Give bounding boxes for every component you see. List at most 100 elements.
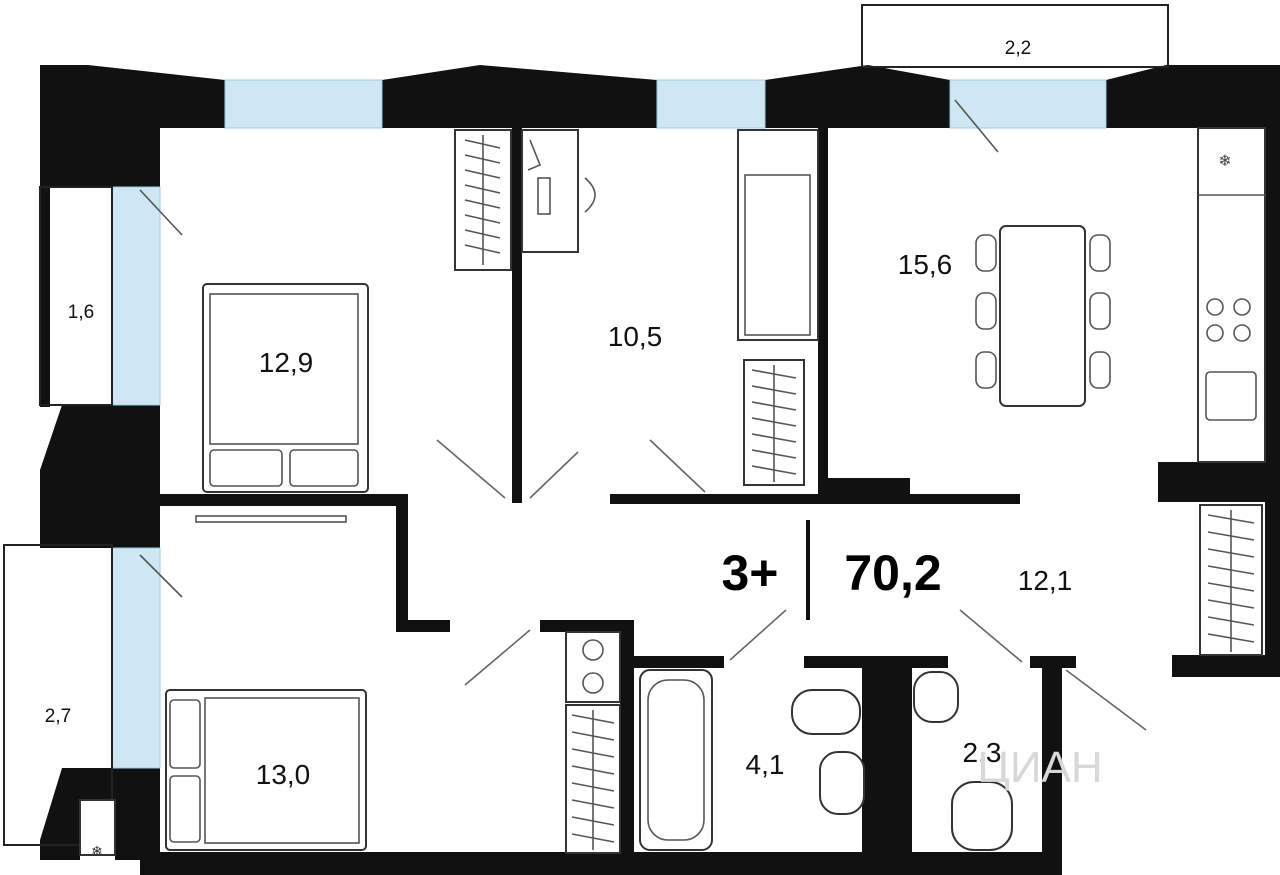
fridge-icon: ❄ (1218, 153, 1231, 170)
wall-top-left (40, 65, 225, 187)
bed-1-pillow-right (289, 449, 359, 487)
swing-kitchen-top (954, 99, 999, 153)
ac-icon: ❄ (91, 843, 103, 859)
area-balcony-left-lower: 2,7 (45, 706, 71, 727)
wall-left-lower (40, 768, 160, 860)
chair-r1 (1089, 234, 1111, 272)
wardrobe-2-hangers (751, 365, 797, 482)
swing-bed1-left (139, 189, 183, 236)
balcony-top-outline (861, 4, 1169, 68)
bed-1-mattress (209, 293, 359, 445)
partition-bed2-kitchen (818, 128, 828, 498)
kitchen-furniture: ❄ (975, 127, 1266, 656)
sofa-seat (744, 174, 811, 336)
wall-top-mid-1 (382, 65, 657, 128)
sink-wc (913, 671, 959, 723)
wardrobe-hall-hangers (1207, 510, 1255, 652)
area-kitchen: 15,6 (898, 249, 953, 280)
wall-right-lower (1172, 655, 1280, 677)
room-labels: 2,2 1,6 12,9 10,5 15,6 12,1 2,7 13,0 4,1… (45, 38, 1072, 790)
windows (111, 79, 1107, 769)
apartment-summary: 3+ 70,2 (721, 545, 941, 601)
partition-bed1-bed3 (160, 494, 450, 632)
door-bed1 (436, 439, 506, 499)
bed-3-pillow-top (169, 699, 201, 769)
kitchen-counter (1197, 127, 1266, 463)
wall-right-kitchen (1158, 462, 1280, 502)
window-bed1-top (224, 79, 383, 129)
area-balcony-left-upper: 1,6 (68, 302, 94, 323)
area-bathroom: 4,1 (746, 749, 785, 780)
bed-1-pillow-left (209, 449, 283, 487)
walls (40, 65, 1280, 875)
door-bed2-b (649, 439, 706, 493)
watermark: ЦИАН (977, 743, 1102, 792)
door-entrance (1065, 669, 1147, 731)
partition-toilet-top-right (1030, 656, 1076, 668)
area-bedroom-3: 13,0 (256, 759, 311, 790)
area-balcony-top: 2,2 (1005, 38, 1031, 59)
wall-bottom (140, 852, 1062, 875)
door-wc (959, 609, 1023, 663)
desk-chair (584, 177, 596, 213)
balcony-ac-unit (79, 799, 116, 856)
desk-laptop (537, 177, 551, 215)
wall-left-mid (40, 405, 160, 548)
wardrobe-1-hangers (464, 135, 501, 265)
bathtub-inner (647, 679, 705, 841)
bed-3-pillow-bottom (169, 775, 201, 843)
balcony-left-upper-outline (39, 186, 113, 406)
bedroom-3-furniture (165, 631, 621, 854)
desk-lamp (527, 139, 542, 171)
wall-left-upper (40, 187, 50, 407)
partition-shaft (862, 656, 912, 856)
bedroom-1-furniture (195, 129, 512, 523)
door-bath (729, 609, 787, 661)
sofa (737, 129, 819, 341)
window-bed1-left (111, 186, 161, 406)
summary-total-area: 70,2 (844, 545, 941, 601)
toilet-wc (951, 781, 1013, 851)
door-bed2-a (529, 451, 579, 499)
partition-kitchen-bottom (828, 478, 910, 498)
bedroom-2-furniture (521, 129, 819, 486)
wall-top-mid-2 (765, 65, 950, 128)
wardrobe-3-hangers (571, 710, 615, 850)
area-toilet: 2,3 (963, 737, 1002, 768)
stove (1206, 298, 1251, 342)
balconies: ❄ (3, 4, 1169, 859)
partition-bath-left (620, 620, 634, 855)
sink-bath (819, 751, 865, 815)
window-kitchen-top (949, 79, 1107, 129)
toilet-bath (791, 689, 861, 735)
window-swings (139, 99, 999, 598)
tv-stand (195, 515, 347, 523)
balcony-left-lower-outline (3, 544, 113, 846)
bathtub (639, 669, 713, 851)
bed-1 (202, 283, 369, 493)
window-bed3-left (111, 547, 161, 769)
door-bed3 (464, 629, 531, 686)
swing-bed3-left (139, 554, 183, 598)
wall-top-right (1106, 65, 1280, 128)
partition-bath-top (634, 656, 724, 668)
kitchen-sink (1205, 371, 1257, 421)
washer-dryer (565, 631, 621, 703)
chair-r3 (1089, 351, 1111, 389)
summary-divider (806, 520, 810, 620)
window-bed2-top (656, 79, 766, 129)
partition-hall-top (610, 494, 1020, 504)
chair-l3 (975, 351, 997, 389)
doors (436, 439, 1147, 731)
area-hallway: 12,1 (1018, 565, 1073, 596)
wall-right-upper (1265, 128, 1280, 676)
partition-toilet-right (1042, 656, 1062, 856)
chair-r2 (1089, 292, 1111, 330)
dining-table (999, 225, 1086, 407)
area-bedroom-1: 12,9 (259, 347, 314, 378)
bed-3 (165, 689, 367, 851)
partition-bed1-bed2 (512, 128, 522, 503)
chair-l2 (975, 292, 997, 330)
bed-3-mattress (204, 697, 360, 844)
bathroom-fixtures (639, 669, 1013, 851)
